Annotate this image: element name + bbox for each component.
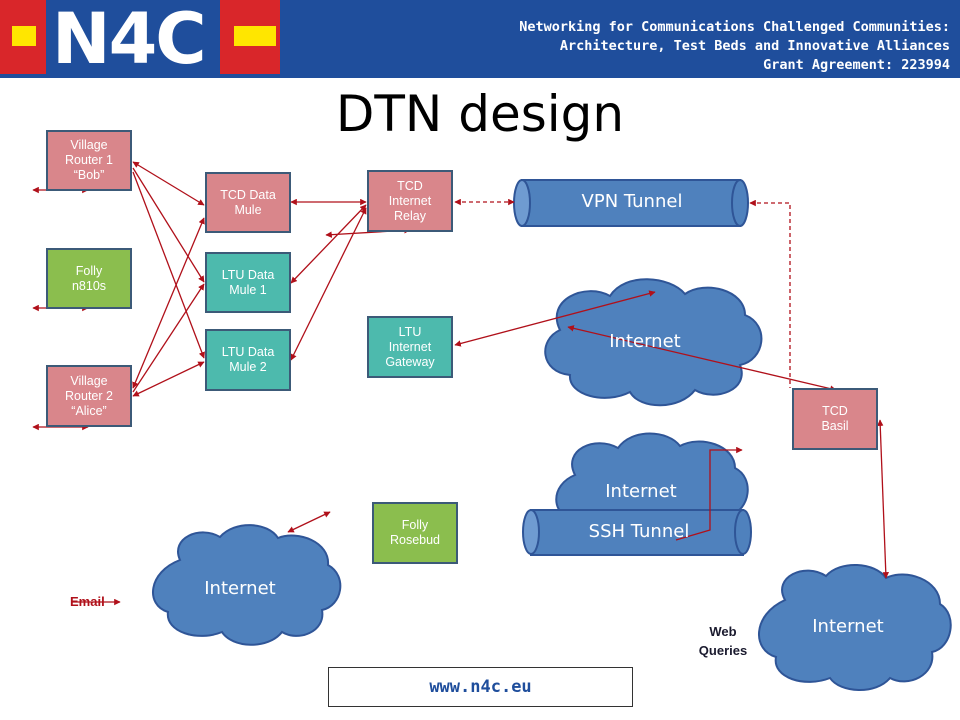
- grant-line-1: Networking for Communications Challenged…: [519, 19, 950, 35]
- internet-lower-right-label: Internet: [812, 616, 884, 637]
- arrow-gateway-internet: [454, 290, 656, 347]
- logo-n4c: N4C: [52, 0, 207, 80]
- arrow-r1-tcdmule: [132, 161, 205, 206]
- arrow-lowerleft-cloud: [287, 511, 331, 533]
- arrow-r2-ltu1: [132, 283, 205, 393]
- internet-lower-left-label: Internet: [204, 578, 276, 599]
- arrow-internet-basil: [567, 325, 837, 392]
- node-ltu-internet-gateway: LTU Internet Gateway: [367, 316, 453, 378]
- arrow-ltu2-relay: [290, 207, 367, 361]
- node-ltu-data-mule-1: LTU Data Mule 1: [205, 252, 291, 313]
- connection-arrows: [32, 161, 890, 606]
- footer-url[interactable]: www.n4c.eu: [328, 667, 633, 707]
- logo-flag-right-yellow: [234, 26, 276, 46]
- email-label: Email: [70, 594, 105, 609]
- arrow-ltu1-relay: [290, 204, 367, 284]
- internet-upper-label: Internet: [609, 331, 681, 352]
- cloud-internet-lower-right: [758, 563, 952, 691]
- node-tcd-internet-relay: TCD Internet Relay: [367, 170, 453, 232]
- grant-line-2: Architecture, Test Beds and Innovative A…: [559, 38, 950, 54]
- ssh-tunnel-label: SSH Tunnel: [588, 521, 690, 542]
- arrow-r2-tcdmule: [132, 217, 205, 389]
- node-folly-rosebud: Folly Rosebud: [372, 502, 458, 564]
- node-tcd-data-mule: TCD Data Mule: [205, 172, 291, 233]
- cloud-internet-lower-left: [152, 524, 342, 646]
- node-village-router-2: Village Router 2 “Alice”: [46, 365, 132, 427]
- node-tcd-basil: TCD Basil: [792, 388, 878, 450]
- arrow-vpn-basil: [749, 199, 791, 388]
- internet-middle-label: Internet: [605, 481, 677, 502]
- header-banner: N4C Networking for Communications Challe…: [0, 0, 960, 80]
- arrow-r2-ltu2: [132, 361, 205, 397]
- node-folly-n810s: Folly n810s: [46, 248, 132, 309]
- web-queries-label: Web Queries: [698, 624, 748, 658]
- grant-info: Networking for Communications Challenged…: [519, 18, 950, 75]
- arrow-ssh-path: [675, 446, 743, 541]
- slide-title: DTN design: [335, 85, 625, 143]
- ssh-tunnel: [522, 509, 752, 556]
- arrow-basil-internet: [876, 419, 890, 579]
- vpn-tunnel-label: VPN Tunnel: [581, 191, 683, 212]
- node-ltu-data-mule-2: LTU Data Mule 2: [205, 329, 291, 391]
- logo-flag-left-yellow: [12, 26, 36, 46]
- node-village-router-1: Village Router 1 “Bob”: [46, 130, 132, 191]
- vpn-tunnel: [513, 179, 749, 227]
- grant-line-3: Grant Agreement: 223994: [763, 57, 950, 73]
